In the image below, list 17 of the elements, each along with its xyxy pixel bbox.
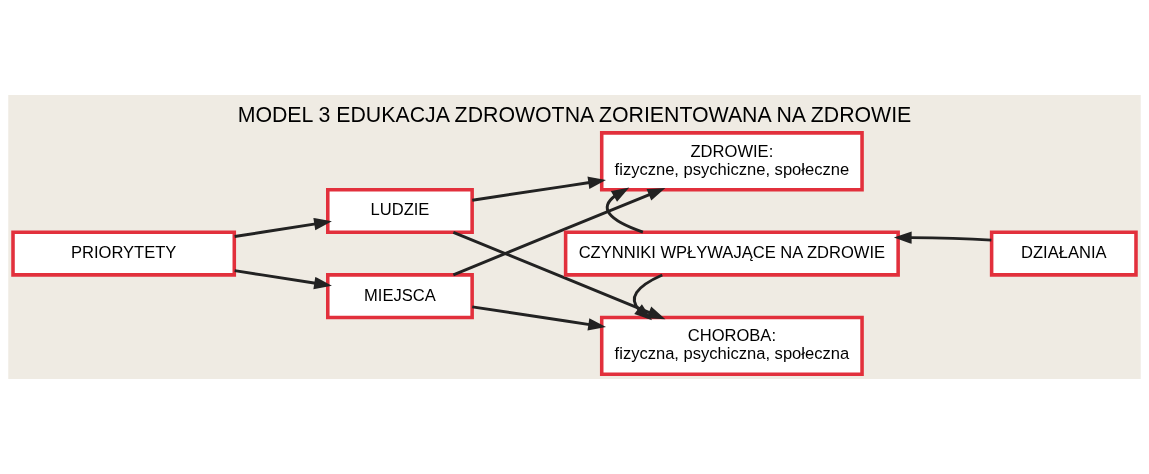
node-box: LUDZIE <box>326 187 474 235</box>
node-box: DZIAŁANIA <box>989 230 1138 277</box>
arrow <box>452 230 666 320</box>
arrow <box>234 217 332 238</box>
node-box: PRIORYTETY <box>11 230 237 277</box>
node-box: MIEJSCA <box>326 273 474 320</box>
node-box: CHOROBA: fizyczna, psychiczna, społeczna <box>599 315 864 377</box>
arrow <box>632 273 663 321</box>
arrow <box>605 187 644 234</box>
arrow <box>234 269 332 290</box>
node-box: CZYNNIKI WPŁYWAJĄCE NA ZDROWIE <box>563 230 900 277</box>
arrow <box>472 305 606 331</box>
node-box: ZDROWIE: fizyczne, psychiczne, społeczne <box>599 131 864 192</box>
arrow <box>452 188 666 277</box>
diagram-title: MODEL 3 EDUKACJA ZDROWOTNA ZORIENTOWANA NA ZDROWIE <box>237 102 912 127</box>
arrow <box>893 231 992 244</box>
arrow <box>472 176 606 202</box>
